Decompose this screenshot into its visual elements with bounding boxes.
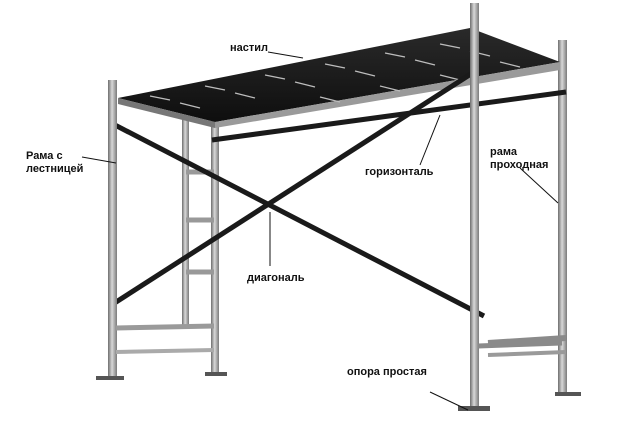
horizontal-brace: [211, 89, 567, 143]
back-left-frame: [182, 118, 227, 376]
back-right-lower-rail: [487, 335, 567, 346]
base-label: опора простая: [347, 366, 427, 378]
ladder-frame-leader: [81, 156, 117, 164]
front-right-lower-rail: [477, 340, 563, 349]
front-right-post: [470, 3, 479, 411]
walk-frame-label: рама проходная: [490, 146, 548, 172]
walk-through-frame: [487, 40, 581, 396]
diagonal-brace-1: [111, 121, 486, 319]
front-left-post: [108, 80, 117, 380]
deck-label: настил: [230, 42, 269, 54]
deck-leader: [267, 51, 304, 59]
ladder-frame-label-line-1: Рама с: [26, 150, 63, 162]
front-left-base-plate: [96, 376, 124, 380]
back-right-base-plate: [555, 392, 581, 396]
front-left-lower-rail-2: [115, 348, 215, 354]
deck-slots: [149, 43, 521, 109]
walk-frame-leader: [519, 167, 559, 204]
front-right-frame: [458, 3, 563, 411]
back-left-post-2: [211, 118, 219, 376]
back-right-post: [558, 40, 567, 395]
ladder-frame-label-line-2: лестницей: [26, 163, 84, 175]
ladder-frame: [96, 80, 215, 380]
diagonal-brace-2: [111, 69, 476, 307]
leader-lines: [81, 51, 559, 411]
diagonal-braces: [111, 69, 486, 319]
front-left-lower-rail: [115, 323, 215, 331]
base-leader: [429, 391, 469, 411]
ladder-frame-label: Рама с лестницей: [26, 150, 83, 176]
back-left-post: [182, 118, 189, 328]
horizontal-label: горизонталь: [365, 166, 434, 178]
front-right-base-plate: [458, 406, 490, 411]
walk-frame-label-line-2: проходная: [490, 159, 549, 171]
diagonal-label: диагональ: [247, 272, 305, 284]
walk-frame-label-line-1: рама: [490, 146, 517, 158]
back-right-lower-rail-2: [487, 350, 567, 357]
back-left-base-plate: [205, 372, 227, 376]
horizontal-leader: [419, 114, 441, 166]
deck: [118, 28, 560, 128]
deck-edge-front: [118, 98, 215, 128]
deck-surface: [118, 28, 560, 122]
